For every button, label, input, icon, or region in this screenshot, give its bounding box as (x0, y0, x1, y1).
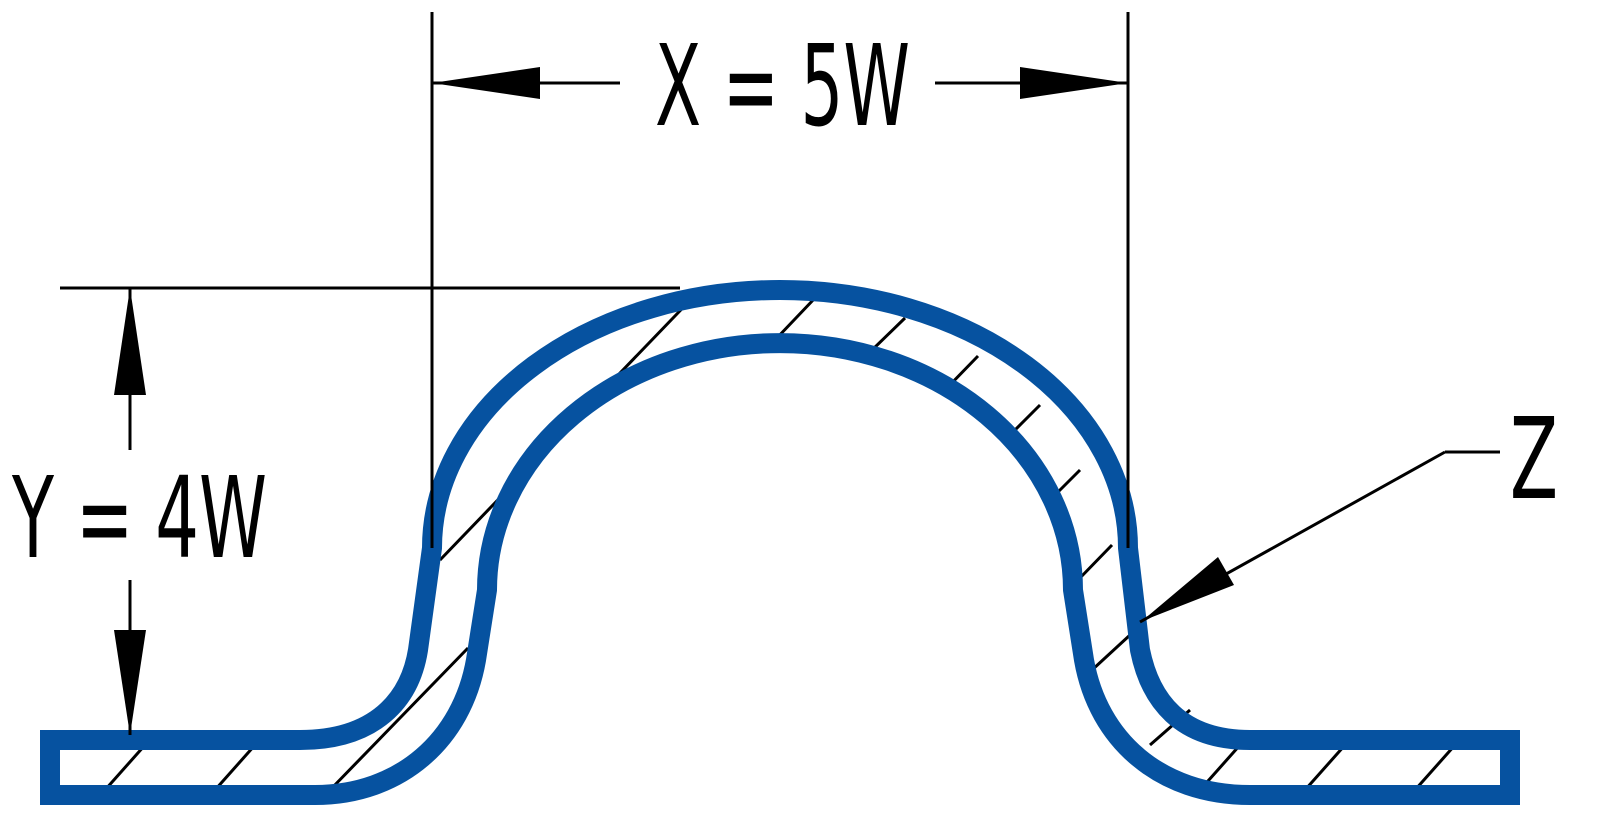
arrowhead-right-icon (1020, 67, 1128, 99)
inner-contour (50, 333, 1510, 805)
bracket-profile (40, 280, 1520, 805)
x-dimension: X = 5W (430, 12, 1130, 548)
arrowhead-up-icon (114, 288, 146, 395)
z-callout-label: Z (1510, 395, 1558, 525)
leader-arrowhead-icon (1142, 557, 1234, 621)
y-dimension: Y = 4W (11, 286, 680, 735)
arrowhead-down-icon (114, 630, 146, 735)
z-callout: Z (1139, 395, 1558, 624)
section-hatching (103, 288, 1457, 792)
y-dimension-label: Y = 4W (11, 454, 267, 584)
arrowhead-left-icon (432, 67, 540, 99)
outer-contour (50, 280, 1510, 750)
x-dimension-label: X = 5W (655, 22, 910, 152)
